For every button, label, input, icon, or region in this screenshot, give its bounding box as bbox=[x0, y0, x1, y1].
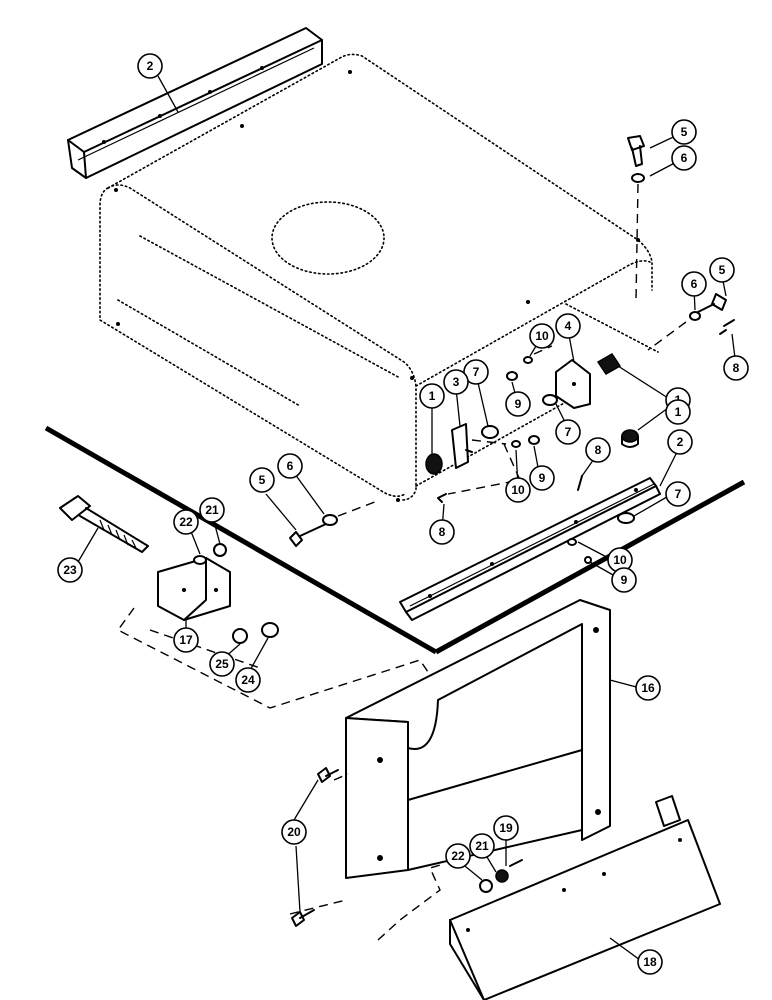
svg-text:6: 6 bbox=[691, 277, 698, 291]
callout-1-left: 1 bbox=[419, 383, 445, 409]
callout-25: 25 bbox=[209, 651, 235, 677]
callout-24: 24 bbox=[235, 667, 261, 693]
callout-18: 18 bbox=[637, 949, 663, 975]
svg-text:3: 3 bbox=[453, 375, 460, 389]
svg-text:1: 1 bbox=[429, 389, 436, 403]
svg-text:5: 5 bbox=[719, 263, 726, 277]
callout-8-mid: 8 bbox=[585, 437, 611, 463]
svg-text:1: 1 bbox=[675, 405, 682, 419]
callout-21-lower: 21 bbox=[469, 833, 495, 859]
callout-10-upper: 10 bbox=[529, 323, 555, 349]
svg-text:7: 7 bbox=[473, 365, 480, 379]
callout-5-top: 5 bbox=[671, 119, 697, 145]
callout-20: 20 bbox=[281, 819, 307, 845]
step-bracket bbox=[377, 795, 721, 1000]
callout-9-mid: 9 bbox=[529, 465, 555, 491]
svg-text:10: 10 bbox=[613, 553, 627, 567]
callout-17: 17 bbox=[173, 627, 199, 653]
mount-bolt-and-bracket bbox=[59, 495, 441, 709]
callout-3: 3 bbox=[443, 369, 469, 395]
svg-text:23: 23 bbox=[63, 563, 77, 577]
callout-22-lower: 22 bbox=[445, 843, 471, 869]
callout-21-upper: 21 bbox=[199, 497, 225, 523]
svg-text:8: 8 bbox=[733, 361, 740, 375]
svg-text:25: 25 bbox=[215, 657, 229, 671]
svg-text:7: 7 bbox=[675, 487, 682, 501]
svg-text:9: 9 bbox=[539, 471, 546, 485]
svg-text:18: 18 bbox=[643, 955, 657, 969]
callout-2-bottom: 2 bbox=[667, 429, 693, 455]
callout-8-right: 8 bbox=[723, 355, 749, 381]
svg-text:16: 16 bbox=[641, 681, 655, 695]
callout-10-mid: 10 bbox=[505, 477, 531, 503]
svg-text:21: 21 bbox=[475, 839, 489, 853]
callout-23: 23 bbox=[57, 557, 83, 583]
callout-5-lower: 5 bbox=[249, 467, 275, 493]
callout-7-upper: 7 bbox=[463, 359, 489, 385]
svg-text:8: 8 bbox=[439, 525, 446, 539]
svg-text:22: 22 bbox=[451, 849, 465, 863]
callout-6-top: 6 bbox=[671, 145, 697, 171]
callout-19: 19 bbox=[493, 815, 519, 841]
bolt-set-lower bbox=[289, 499, 381, 547]
svg-text:4: 4 bbox=[565, 319, 572, 333]
svg-text:6: 6 bbox=[681, 151, 688, 165]
rail-bottom bbox=[399, 477, 661, 621]
callout-7-lower: 7 bbox=[665, 481, 691, 507]
callout-5-right: 5 bbox=[709, 257, 735, 283]
svg-text:10: 10 bbox=[511, 483, 525, 497]
svg-text:2: 2 bbox=[147, 59, 154, 73]
svg-text:9: 9 bbox=[515, 397, 522, 411]
callout-2-top: 2 bbox=[137, 53, 163, 79]
svg-text:5: 5 bbox=[259, 473, 266, 487]
callout-7-mid: 7 bbox=[555, 419, 581, 445]
svg-text:21: 21 bbox=[205, 503, 219, 517]
rail-top bbox=[67, 27, 323, 179]
callout-9-lower: 9 bbox=[611, 567, 637, 593]
bolts-20 bbox=[291, 767, 339, 927]
support-bracket bbox=[289, 599, 611, 915]
svg-text:17: 17 bbox=[179, 633, 193, 647]
svg-text:20: 20 bbox=[287, 825, 301, 839]
svg-text:5: 5 bbox=[681, 125, 688, 139]
svg-text:2: 2 bbox=[677, 435, 684, 449]
callout-22-upper: 22 bbox=[173, 509, 199, 535]
svg-text:8: 8 bbox=[595, 443, 602, 457]
svg-text:24: 24 bbox=[241, 673, 255, 687]
callout-4: 4 bbox=[555, 313, 581, 339]
svg-text:6: 6 bbox=[287, 459, 294, 473]
cover-hood bbox=[99, 53, 659, 502]
callout-8-lower: 8 bbox=[429, 519, 455, 545]
callout-6-lower: 6 bbox=[277, 453, 303, 479]
svg-text:9: 9 bbox=[621, 573, 628, 587]
hardware-right bbox=[425, 135, 735, 503]
callout-16: 16 bbox=[635, 675, 661, 701]
callout-1-right-lower: 1 bbox=[665, 399, 691, 425]
svg-text:7: 7 bbox=[565, 425, 572, 439]
svg-text:19: 19 bbox=[499, 821, 513, 835]
callout-6-right: 6 bbox=[681, 271, 707, 297]
svg-text:22: 22 bbox=[179, 515, 193, 529]
svg-text:10: 10 bbox=[535, 329, 549, 343]
callout-9-upper: 9 bbox=[505, 391, 531, 417]
platform-outline bbox=[44, 425, 746, 655]
